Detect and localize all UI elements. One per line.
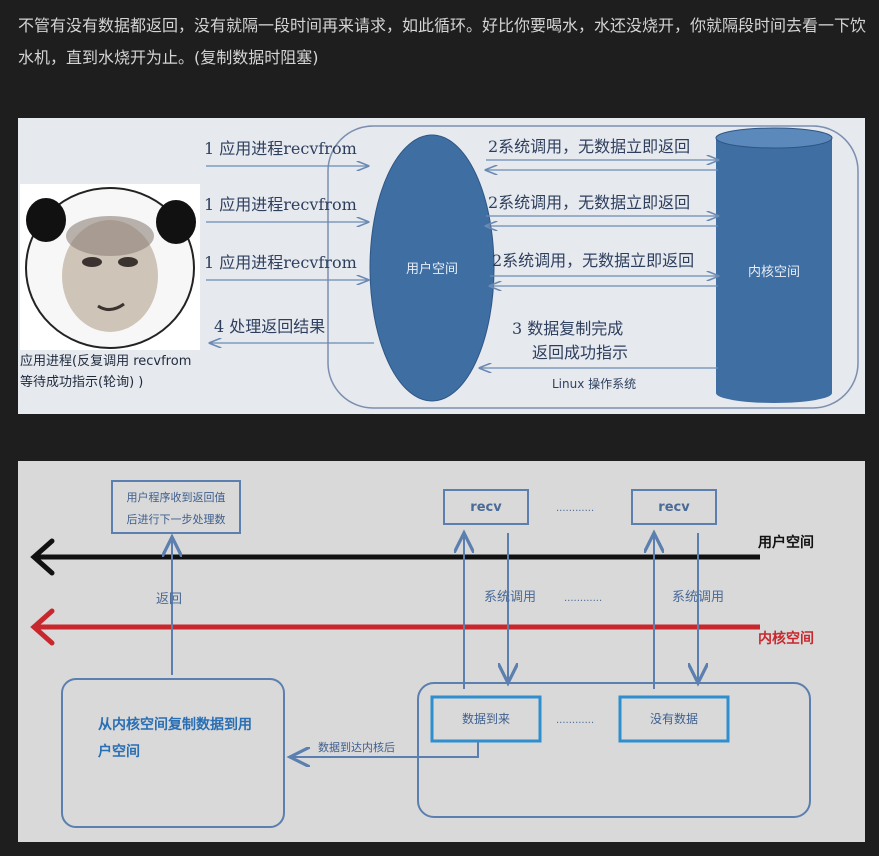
copy-to-user-box — [61, 678, 285, 828]
recv-box-1 — [443, 489, 529, 525]
os-frame — [327, 125, 859, 409]
return-result-label: 4 处理返回结果 — [214, 317, 325, 336]
panda-meme-image — [20, 184, 200, 350]
app-result-box — [111, 480, 241, 534]
app-result-line-2: 后进行下一步处理数 — [127, 513, 226, 526]
linux-os-label: Linux 操作系统 — [552, 376, 636, 391]
kernel-data-container — [417, 682, 811, 818]
recv-box-2 — [631, 489, 717, 525]
syscall-label-1: 2系统调用，无数据立即返回 — [488, 137, 690, 156]
kernel-space-label: 内核空间 — [748, 264, 800, 280]
caption-line-2: 等待成功指示(轮询) ) — [20, 374, 143, 390]
recvfrom-label-2: 1 应用进程recvfrom — [204, 195, 357, 214]
copy-done-label-1: 3 数据复制完成 — [512, 319, 623, 338]
dots-top: ............ — [556, 503, 594, 514]
recv-label-2: recv — [658, 500, 690, 515]
article-paragraph: 不管有没有数据都返回，没有就隔一段时间再来请求，如此循环。好比你要喝水，水还没烧… — [18, 16, 867, 67]
data-arrived-box — [430, 695, 542, 743]
caption-line-1: 应用进程(反复调用 recvfrom — [20, 353, 191, 369]
data-to-kernel-label: 数据到达内核后 — [318, 740, 395, 754]
copy-box-line-1: 从内核空间复制数据到用 — [98, 716, 252, 733]
return-label: 返回 — [156, 592, 182, 607]
nonblocking-io-diagram-2: 用户程序收到返回值 后进行下一步处理数 recv ............ re… — [18, 461, 865, 842]
kernel-space-cylinder — [715, 127, 833, 403]
user-space-ellipse — [369, 134, 495, 402]
nonblocking-io-diagram-1: 用户空间 内核空间 1 应用进程recvfrom 1 应用进程recvfrom … — [18, 118, 865, 414]
dots-bottom: ............ — [556, 715, 594, 726]
recvfrom-label-3: 1 应用进程recvfrom — [204, 253, 357, 272]
syscall-label-2: 系统调用 — [672, 590, 724, 605]
copy-box-line-2: 户空间 — [98, 743, 140, 760]
syscall-label-2: 2系统调用，无数据立即返回 — [488, 193, 690, 212]
user-space-label: 用户空间 — [758, 534, 814, 551]
user-space-label: 用户空间 — [406, 261, 458, 277]
data-arrived-label: 数据到来 — [462, 711, 510, 726]
no-data-label: 没有数据 — [650, 711, 698, 726]
syscall-label-1: 系统调用 — [484, 590, 536, 605]
kernel-space-label: 内核空间 — [758, 630, 814, 647]
recvfrom-label-1: 1 应用进程recvfrom — [204, 139, 357, 158]
recv-label-1: recv — [470, 500, 502, 515]
app-result-line-1: 用户程序收到返回值 — [127, 490, 226, 504]
copy-done-label-2: 返回成功指示 — [532, 343, 628, 362]
no-data-box — [618, 695, 730, 743]
syscall-label-3: 2系统调用，无数据立即返回 — [492, 251, 694, 270]
dots-mid: ............ — [564, 593, 602, 604]
